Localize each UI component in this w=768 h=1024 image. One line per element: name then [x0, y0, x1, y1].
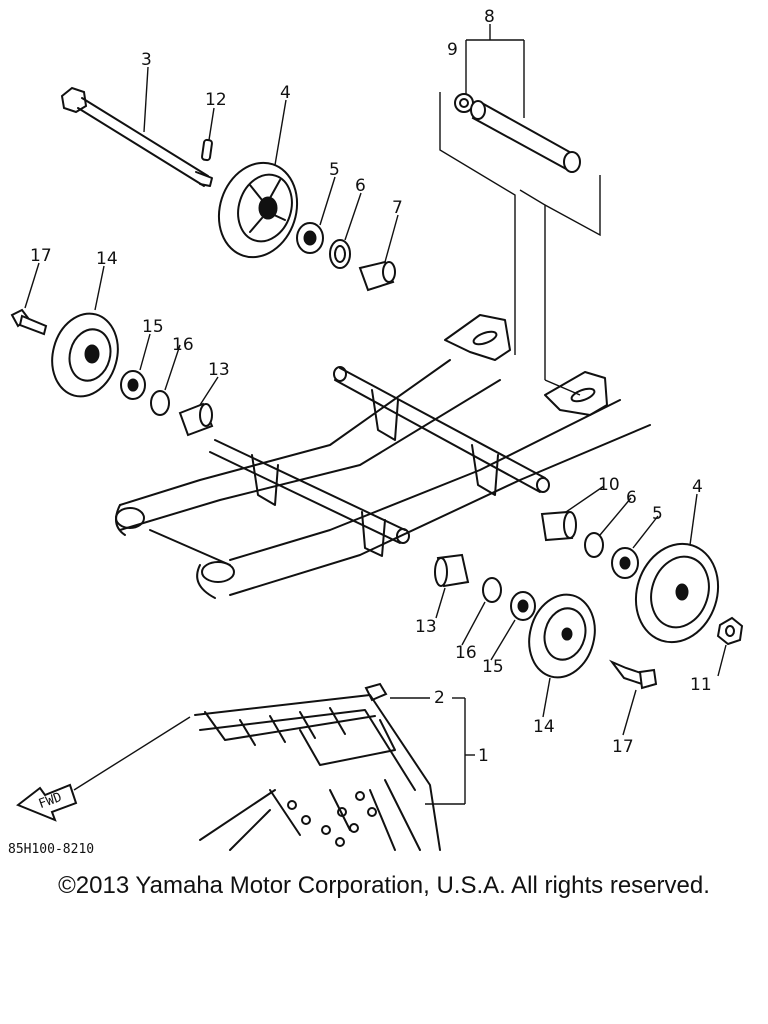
callout-16b: 16 — [455, 643, 477, 663]
callout-9: 9 — [447, 40, 458, 60]
callout-8: 8 — [484, 7, 495, 27]
idler-wheel-right — [634, 542, 720, 644]
callout-13b: 13 — [415, 617, 437, 637]
cotter-pin — [201, 138, 213, 162]
callout-16: 16 — [172, 335, 194, 355]
callout-1: 1 — [478, 746, 489, 766]
callout-13: 13 — [208, 360, 230, 380]
callout-12: 12 — [205, 90, 227, 110]
drive-track — [194, 694, 441, 851]
bearing-upper — [296, 222, 324, 254]
collar-left — [178, 402, 214, 437]
bearing-left — [120, 370, 146, 400]
callout-5: 5 — [329, 160, 340, 180]
callout-15: 15 — [142, 317, 164, 337]
callout-14b: 14 — [533, 717, 555, 737]
leader-lines — [24, 24, 727, 805]
callout-2: 2 — [434, 688, 445, 708]
copyright-notice: ©2013 Yamaha Motor Corporation, U.S.A. A… — [58, 872, 710, 899]
oil-seal-left — [150, 390, 170, 416]
axle-bolt — [60, 86, 213, 187]
idler-wheel-upper — [217, 161, 299, 259]
callout-6: 6 — [355, 176, 366, 196]
callout-15b: 15 — [482, 657, 504, 677]
oil-seal-right — [584, 532, 604, 558]
oil-seal-lower — [482, 577, 502, 603]
callout-5b: 5 — [652, 504, 663, 524]
nut — [716, 616, 744, 646]
callout-11: 11 — [690, 675, 712, 695]
bolt-right — [608, 659, 658, 690]
idler-wheel-lower — [528, 593, 596, 679]
callout-10: 10 — [598, 475, 620, 495]
collar-lower — [434, 553, 470, 588]
collar-right — [540, 510, 577, 542]
collar-upper — [358, 260, 396, 292]
oil-seal-upper — [329, 239, 351, 269]
drawing-code: 85H100-8210 — [8, 842, 94, 857]
bolt-left — [10, 308, 48, 336]
callout-17b: 17 — [612, 737, 634, 757]
callout-3: 3 — [141, 50, 152, 70]
callout-labels: 3 12 4 5 6 7 8 9 17 14 15 16 13 10 6 5 4… — [30, 7, 712, 766]
bearing-right — [611, 547, 639, 579]
callout-6b: 6 — [626, 488, 637, 508]
idler-wheel-left — [51, 312, 119, 398]
callout-4b: 4 — [692, 477, 703, 497]
callout-7: 7 — [392, 198, 403, 218]
callout-17: 17 — [30, 246, 52, 266]
swing-arm-frame — [115, 92, 651, 599]
callout-4: 4 — [280, 83, 291, 103]
callout-14: 14 — [96, 249, 118, 269]
track-clip — [364, 682, 388, 702]
bearing-lower — [510, 591, 536, 621]
spacer-shaft — [470, 100, 581, 173]
fwd-arrow: FWD — [16, 716, 191, 822]
